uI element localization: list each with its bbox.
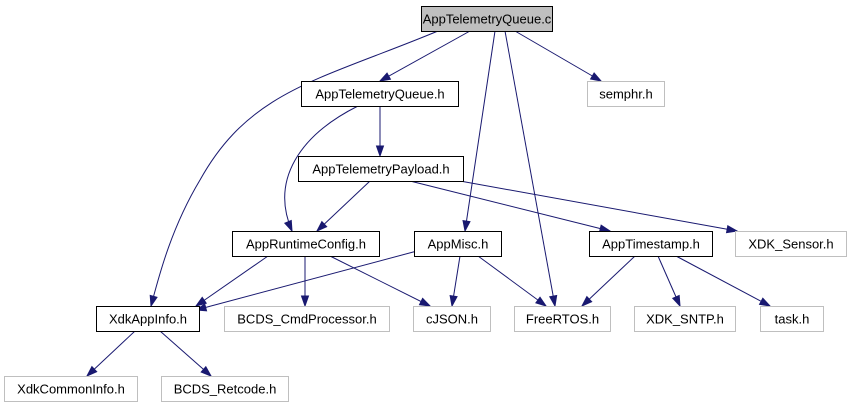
edges: [85, 30, 772, 378]
edge-payload-to-sensor: [459, 180, 739, 234]
edge-misc-to-freertos: [477, 255, 548, 307]
node-sensor: XDK_Sensor.h: [735, 231, 847, 257]
edge-timestamp-to-sntp: [657, 255, 681, 308]
edge-runtime-to-cjson: [329, 255, 432, 307]
node-label: cJSON.h: [426, 312, 478, 327]
edge-qh-to-runtime: [283, 105, 359, 233]
node-label: task.h: [775, 312, 810, 327]
node-box: [4, 376, 138, 402]
node-c[interactable]: AppTelemetryQueue.c: [421, 6, 553, 32]
node-timestamp[interactable]: AppTimestamp.h: [589, 231, 713, 257]
node-label: AppTelemetryQueue.h: [315, 87, 444, 102]
edge-xdkinfo-to-common: [85, 330, 136, 378]
node-box: [224, 306, 390, 332]
edge-runtime-to-xdkinfo: [194, 255, 269, 307]
node-label: AppTelemetryQueue.c: [423, 12, 552, 27]
edge-payload-to-timestamp: [409, 180, 612, 233]
edge-misc-to-cjson: [449, 255, 461, 308]
node-label: semphr.h: [599, 87, 652, 102]
node-runtime[interactable]: AppRuntimeConfig.h: [232, 231, 380, 257]
node-box: [232, 231, 380, 257]
edge-timestamp-to-freertos: [580, 255, 636, 308]
node-qh[interactable]: AppTelemetryQueue.h: [301, 81, 459, 107]
node-box: [414, 231, 502, 257]
edge-c-to-xdkinfo: [149, 30, 439, 308]
node-box: [96, 306, 200, 332]
node-semphr: semphr.h: [587, 81, 665, 107]
node-box: [735, 231, 847, 257]
node-cjson: cJSON.h: [413, 306, 491, 332]
node-box: [421, 6, 553, 32]
node-misc[interactable]: AppMisc.h: [414, 231, 502, 257]
node-label: AppMisc.h: [428, 237, 489, 252]
node-payload[interactable]: AppTelemetryPayload.h: [298, 156, 464, 182]
edge-c-to-semphr: [514, 30, 603, 82]
node-box: [514, 306, 611, 332]
node-label: BCDS_CmdProcessor.h: [237, 312, 376, 327]
node-label: XdkAppInfo.h: [109, 312, 187, 327]
node-label: XDK_Sensor.h: [748, 237, 833, 252]
node-box: [760, 306, 824, 332]
node-box: [589, 231, 713, 257]
node-task: task.h: [760, 306, 824, 332]
node-box: [301, 81, 459, 107]
edge-qh-to-payload: [375, 106, 385, 158]
edge-c-to-qh: [378, 30, 471, 82]
edge-xdkinfo-to-retcode: [159, 330, 213, 378]
node-freertos: FreeRTOS.h: [514, 306, 611, 332]
node-cmdproc: BCDS_CmdProcessor.h: [224, 306, 390, 332]
edge-timestamp-to-task: [675, 255, 772, 307]
node-xdkinfo[interactable]: XdkAppInfo.h: [96, 306, 200, 332]
node-label: AppTelemetryPayload.h: [312, 162, 449, 177]
node-retcode: BCDS_Retcode.h: [161, 376, 289, 402]
node-label: BCDS_Retcode.h: [174, 382, 277, 397]
node-box: [413, 306, 491, 332]
node-label: XdkCommonInfo.h: [17, 382, 125, 397]
node-box: [587, 81, 665, 107]
node-label: FreeRTOS.h: [526, 312, 599, 327]
node-sntp: XDK_SNTP.h: [634, 306, 736, 332]
node-label: XDK_SNTP.h: [646, 312, 724, 327]
node-box: [634, 306, 736, 332]
node-common: XdkCommonInfo.h: [4, 376, 138, 402]
edge-c-to-misc: [462, 30, 496, 233]
node-box: [161, 376, 289, 402]
edge-payload-to-runtime: [315, 180, 371, 233]
node-box: [298, 156, 464, 182]
node-label: AppTimestamp.h: [602, 237, 700, 252]
edge-c-to-freertos: [504, 30, 558, 308]
node-label: AppRuntimeConfig.h: [246, 237, 366, 252]
